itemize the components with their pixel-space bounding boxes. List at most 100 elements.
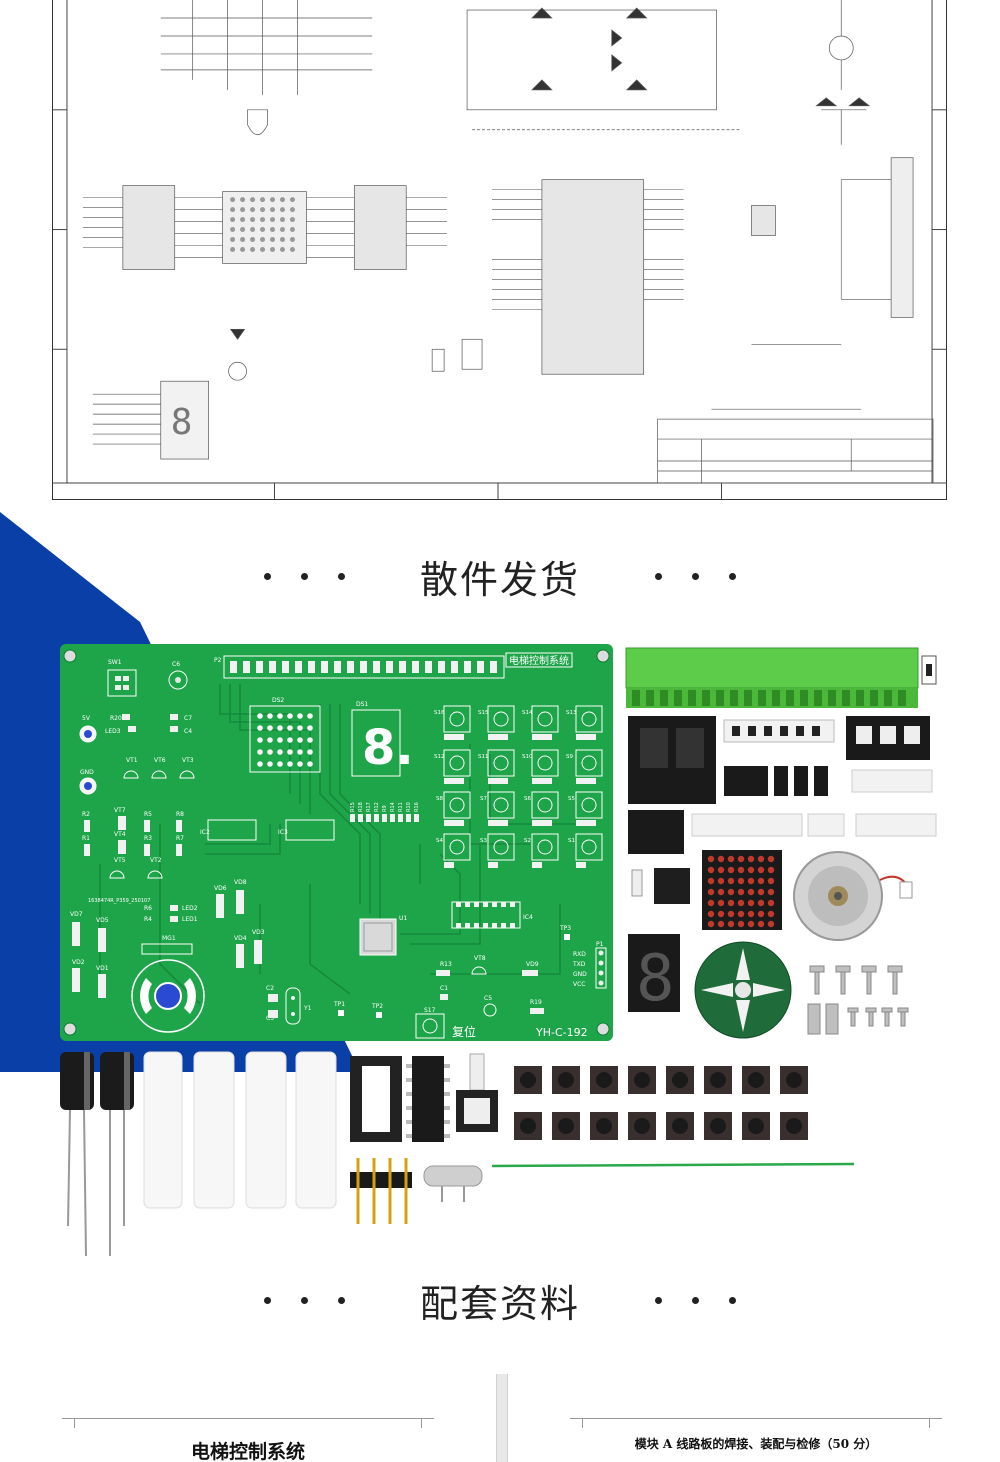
dc-motor-part [793, 851, 913, 941]
ref-led3: LED3 [105, 728, 121, 735]
heading-dots-left [260, 572, 350, 580]
ref-c3: C3 [266, 1015, 274, 1022]
section-heading-bulk: 散件发货 [0, 546, 1000, 606]
ref-c2: C2 [266, 985, 274, 992]
ref-vt5: VT5 [114, 857, 126, 864]
res-label: R18 [358, 802, 364, 812]
ref-tp3: TP3 [559, 925, 571, 932]
ref-vt7: VT7 [114, 807, 126, 814]
ref-tp1: TP1 [333, 1001, 345, 1008]
ref-vd4: VD4 [234, 935, 247, 942]
schematic-matrix-dots [230, 197, 295, 252]
jumper-wire [491, 1162, 855, 1168]
dot [264, 572, 272, 580]
res-label: R17 [366, 802, 372, 812]
keypad-footprints: S16 S15 S14 S13 S12 [434, 705, 603, 868]
ref-vt1: VT1 [126, 757, 138, 764]
switch-label: S1 [568, 838, 575, 844]
ref-gnd: GND [80, 769, 94, 776]
encoder-disc-part [694, 941, 792, 1039]
ref-vd7: VD7 [70, 911, 83, 918]
dot [654, 572, 662, 580]
ref-c4: C4 [184, 728, 192, 735]
doc-corner-mark [74, 1418, 75, 1428]
ref-r1: R1 [82, 835, 90, 842]
ref-p2: P2 [214, 657, 222, 664]
ref-c1: C1 [440, 985, 448, 992]
switch-label: S13 [566, 710, 577, 716]
ref-vt4: VT4 [114, 831, 126, 838]
pcb-serial: 1638474R_P359_250107 [88, 898, 150, 904]
ref-vd1: VD1 [96, 965, 109, 972]
res-label: R9 [382, 805, 388, 812]
ref-vt3: VT3 [182, 757, 194, 764]
electrolytic-capacitors [60, 1052, 134, 1257]
pin-label: GND [573, 971, 587, 978]
schematic-svg: 8 [53, 0, 946, 499]
nylon-standoffs [143, 1051, 337, 1209]
switch-label: S10 [522, 754, 533, 760]
switch-label: S7 [480, 796, 487, 802]
res-label: R15 [350, 802, 356, 812]
ds2-pads [257, 713, 313, 767]
heading-dots-left [260, 1296, 350, 1304]
ref-vt2: VT2 [150, 857, 162, 864]
switch-label: S5 [568, 796, 575, 802]
pcb-model: YH-C-192 [535, 1026, 588, 1039]
ref-r4: R4 [144, 916, 152, 923]
ref-r20: R20 [110, 715, 122, 722]
serial-connector: RXD TXD GND VCC [572, 947, 607, 989]
ref-r3: R3 [144, 835, 152, 842]
tactile-switches [514, 1066, 808, 1140]
switch-label: S3 [480, 838, 487, 844]
ref-c7: C7 [184, 715, 192, 722]
ref-r5: R5 [144, 811, 152, 818]
ds1-digit-outline: 8. [362, 720, 414, 776]
ref-sw1: SW1 [108, 659, 122, 666]
pin-header-part [350, 1158, 412, 1224]
ref-c6: C6 [172, 661, 180, 668]
ref-c5: C5 [484, 995, 492, 1002]
section-title: 配套资料 [419, 1281, 580, 1326]
ref-r19: R19 [530, 999, 542, 1006]
resistor-column: R15 R18 R17 R12 R9 R14 R11 R10 R16 [350, 802, 420, 822]
switch-label: S15 [478, 710, 489, 716]
dot [338, 1296, 346, 1304]
ref-r6: R6 [144, 905, 152, 912]
switch-label: S6 [524, 796, 531, 802]
section-title: 散件发货 [419, 557, 580, 602]
ref-s17: S17 [424, 1007, 436, 1014]
ref-vd6: VD6 [214, 885, 227, 892]
header-connectors [628, 716, 937, 854]
svg-text:8: 8 [171, 402, 193, 443]
dot [691, 572, 699, 580]
pcb-svg: SW1 C6 P2 电梯控制系统 DS2 [63, 649, 610, 1039]
ref-led2: LED2 [182, 905, 198, 912]
pcb-reset-label: 复位 [452, 1024, 476, 1039]
ref-vd3: VD3 [252, 929, 265, 936]
document-title: 模块 A 线路板的焊接、装配与检修（50 分） [634, 1437, 878, 1451]
pcb-board-title: 电梯控制系统 [509, 654, 569, 667]
ref-r7: R7 [176, 835, 184, 842]
svg-text:8: 8 [636, 942, 675, 1016]
heading-dots-right [650, 572, 740, 580]
ref-vd9: VD9 [526, 961, 539, 968]
ref-p1: P1 [596, 941, 604, 948]
pin-label: TXD [572, 961, 586, 968]
ref-ic3: IC3 [278, 829, 288, 836]
dot [654, 1296, 662, 1304]
ref-ic2: IC2 [200, 829, 210, 836]
dip-socket-and-chip [350, 1056, 450, 1142]
document-preview-left: 电梯控制系统 [62, 1418, 434, 1462]
dot [301, 1296, 309, 1304]
document-preview-right: 模块 A 线路板的焊接、装配与检修（50 分） [570, 1418, 942, 1462]
pcb-board: SW1 C6 P2 电梯控制系统 DS2 [60, 644, 613, 1041]
ref-r2: R2 [82, 811, 90, 818]
switch-label: S16 [434, 710, 445, 716]
led-matrix-part [702, 850, 782, 930]
ref-vd8: VD8 [234, 879, 247, 886]
res-label: R10 [406, 802, 412, 812]
dot [691, 1296, 699, 1304]
ref-5v: 5V [82, 715, 91, 722]
doc-corner-mark [929, 1418, 930, 1428]
